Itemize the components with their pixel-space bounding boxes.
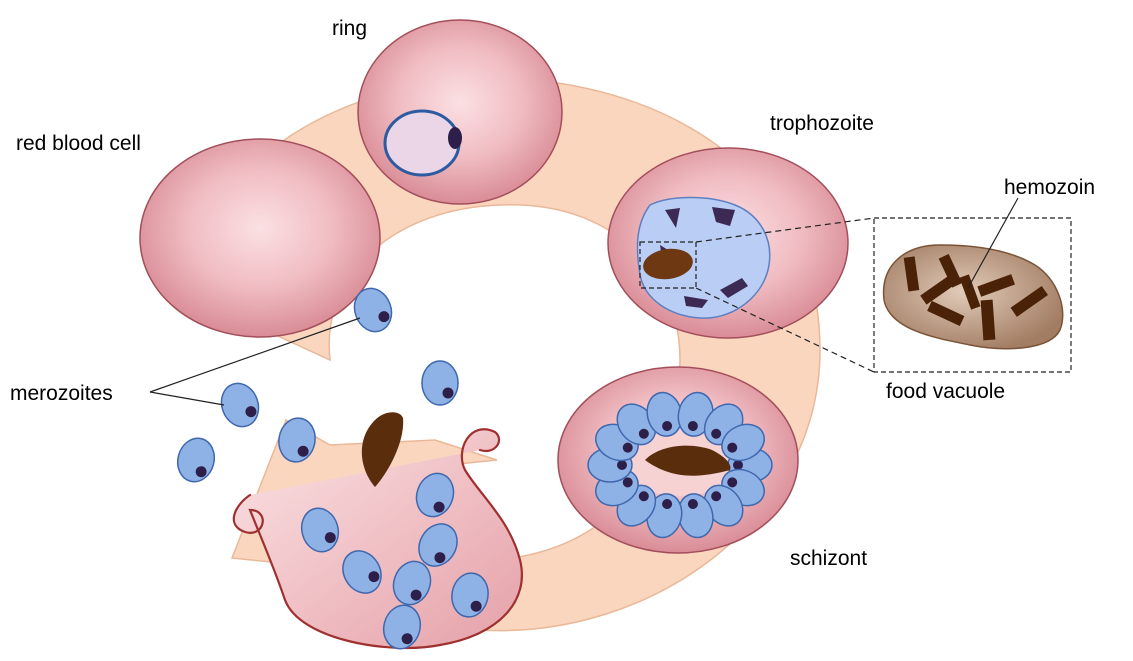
label-hemozoin: hemozoin (1004, 176, 1095, 199)
merozoite (422, 361, 458, 405)
merozoite-nucleus (733, 460, 743, 470)
label-schizont: schizont (790, 547, 867, 570)
merozoite (173, 434, 219, 486)
ring-parasite (385, 111, 459, 175)
ring-nucleus (448, 127, 462, 149)
rbc-trophozoite (608, 148, 848, 338)
rbc-uninfected (140, 139, 380, 337)
merozoite-nucleus (617, 460, 627, 470)
merozoite-nucleus (443, 388, 454, 399)
label-merozoites: merozoites (10, 382, 113, 405)
food-vacuole-zoom (874, 198, 1071, 372)
label-red-blood-cell: red blood cell (16, 132, 141, 155)
rbc-ring-stage (358, 20, 562, 204)
label-food-vacuole: food vacuole (886, 380, 1005, 403)
label-trophozoite: trophozoite (770, 112, 874, 135)
rbc-schizont (558, 367, 798, 553)
label-ring: ring (332, 17, 367, 40)
